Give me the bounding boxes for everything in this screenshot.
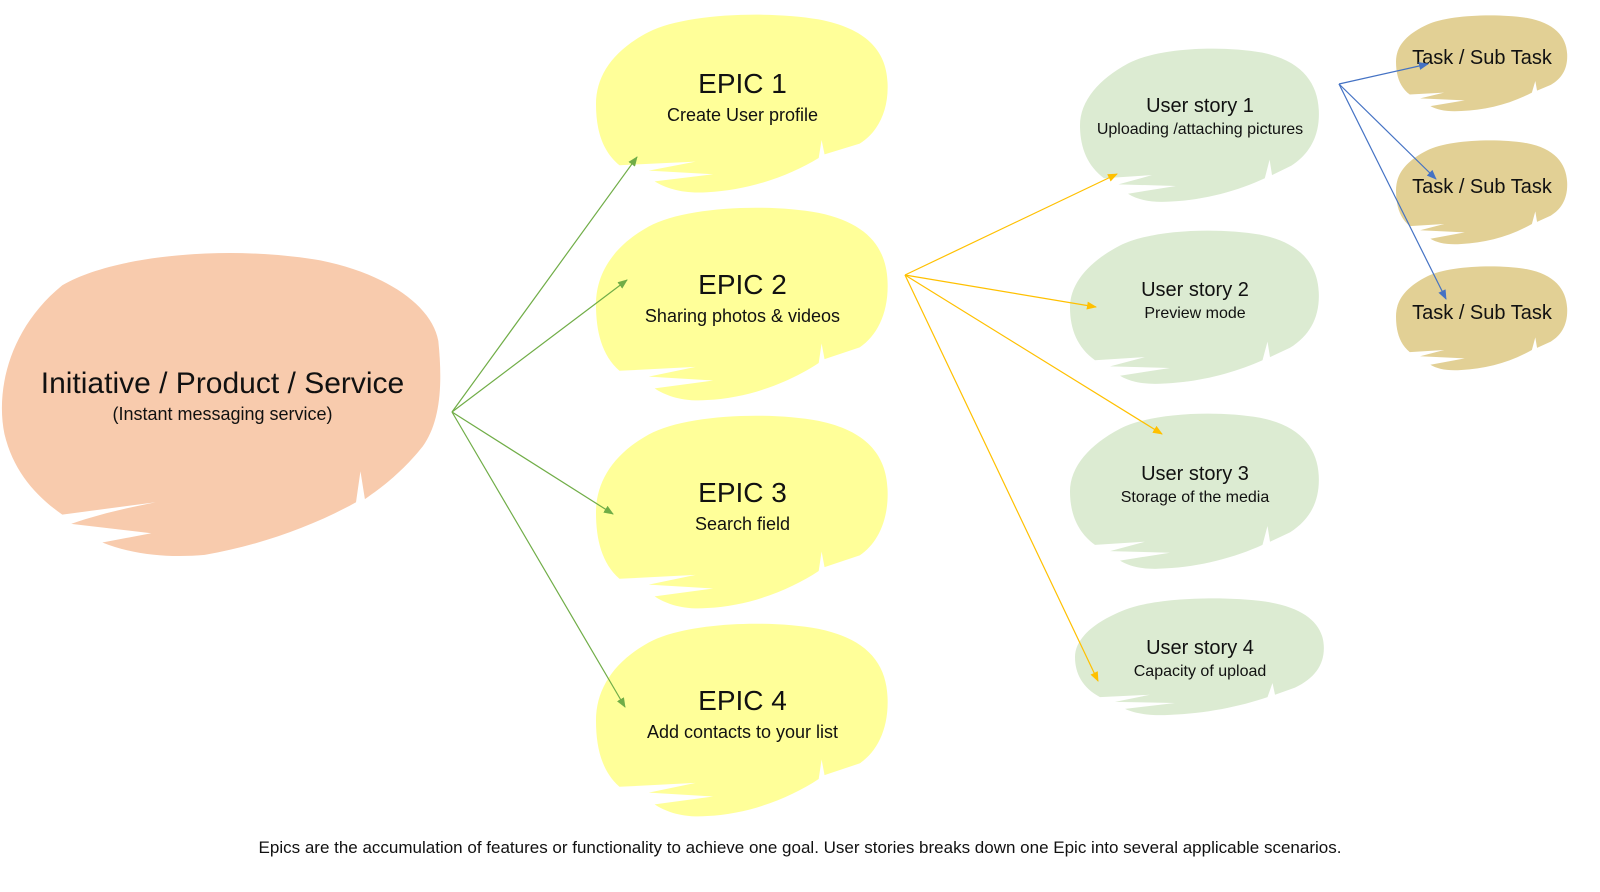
task-node[interactable]: Task / Sub Task xyxy=(1396,140,1568,245)
user-story-node[interactable]: User story 3 Storage of the media xyxy=(1070,413,1320,570)
epic-subtitle: Add contacts to your list xyxy=(646,721,839,742)
epic-blob xyxy=(596,415,888,609)
epic-node[interactable]: EPIC 2 Sharing photos & videos xyxy=(596,207,889,402)
user-story-title: User story 3 xyxy=(1141,462,1249,485)
epic-blob xyxy=(596,623,888,817)
epic-title: EPIC 4 xyxy=(698,684,787,716)
epic-subtitle: Create User profile xyxy=(666,105,819,125)
epic-title: EPIC 3 xyxy=(698,476,787,508)
diagram-caption: Epics are the accumulation of features o… xyxy=(258,838,1342,857)
user-story-node[interactable]: User story 2 Preview mode xyxy=(1070,230,1320,385)
user-story-subtitle: Preview mode xyxy=(1144,304,1246,322)
task-title: Task / Sub Task xyxy=(1412,301,1552,324)
epic-node[interactable]: EPIC 3 Search field xyxy=(596,415,889,610)
user-story-node[interactable]: User story 4 Capacity of upload xyxy=(1075,598,1325,716)
user-story-subtitle: Capacity of upload xyxy=(1133,663,1267,680)
user-story-title: User story 4 xyxy=(1146,637,1254,659)
task-node[interactable]: Task / Sub Task xyxy=(1396,15,1568,112)
task-title: Task / Sub Task xyxy=(1412,46,1552,69)
epic-node[interactable]: EPIC 1 Create User profile xyxy=(596,14,889,194)
user-story-blob xyxy=(1080,48,1319,202)
epic-subtitle: Search field xyxy=(694,513,791,534)
task-node[interactable]: Task / Sub Task xyxy=(1396,266,1568,371)
user-story-title: User story 2 xyxy=(1141,278,1249,301)
user-story-subtitle: Uploading /attaching pictures xyxy=(1096,120,1304,138)
task-title: Task / Sub Task xyxy=(1412,175,1552,198)
user-story-blob xyxy=(1070,413,1319,569)
epic-title: EPIC 2 xyxy=(698,268,787,300)
root-blob xyxy=(1,253,441,557)
user-story-node[interactable]: User story 1 Uploading /attaching pictur… xyxy=(1080,48,1320,203)
epic-node[interactable]: EPIC 4 Add contacts to your list xyxy=(596,623,889,818)
arrow-epic-2-to-story-2 xyxy=(904,274,1097,310)
root-node[interactable]: Initiative / Product / Service (Instant … xyxy=(0,248,445,558)
root-subtitle: (Instant messaging service) xyxy=(112,404,333,424)
arrow-root-to-epic-3 xyxy=(451,411,614,515)
user-story-subtitle: Storage of the media xyxy=(1120,488,1270,506)
epic-title: EPIC 1 xyxy=(698,68,787,99)
user-story-blob xyxy=(1075,598,1324,716)
epic-subtitle: Sharing photos & videos xyxy=(644,305,841,326)
root-title: Initiative / Product / Service xyxy=(40,367,405,400)
epic-blob xyxy=(596,14,888,193)
epic-blob xyxy=(596,207,888,401)
user-story-title: User story 1 xyxy=(1146,94,1254,117)
